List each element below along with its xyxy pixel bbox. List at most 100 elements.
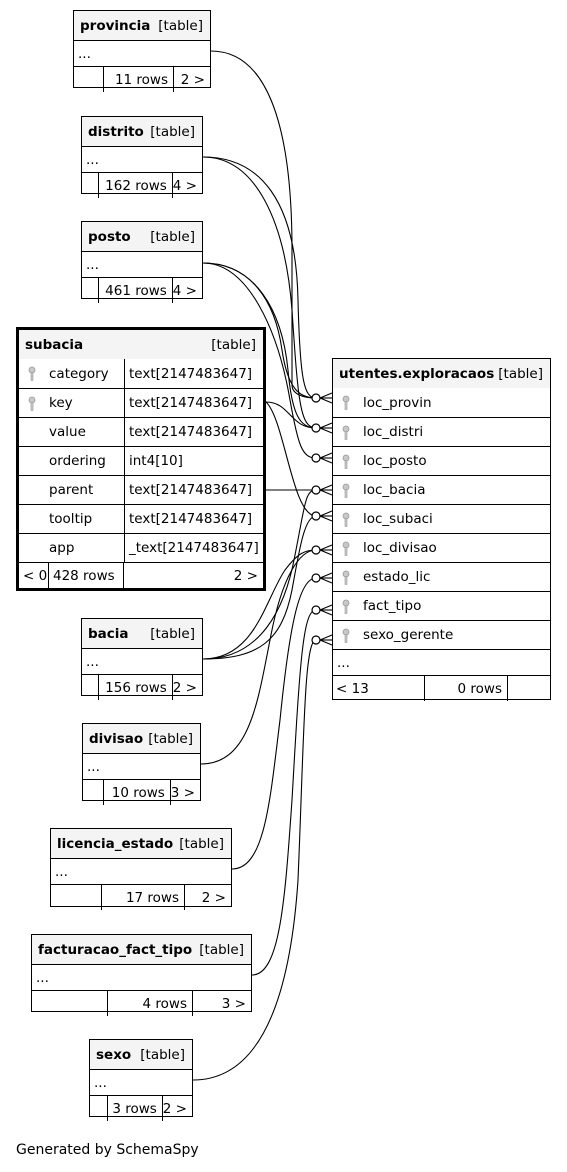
table-type: [table] [150, 228, 195, 245]
table-footer: 10 rows 3 > [83, 779, 200, 805]
table-name: distrito [88, 123, 144, 140]
column-name: ordering [49, 453, 106, 469]
crows-foot-marker [311, 484, 333, 496]
table-licencia-estado[interactable]: licencia_estado [table] ... 17 rows 2 > [50, 828, 232, 910]
column-row-loc-bacia[interactable]: loc_bacia [333, 475, 550, 504]
column-name: fact_tipo [363, 598, 422, 614]
children-link[interactable]: 2 > [161, 1096, 192, 1121]
children-link[interactable]: 2 > [171, 675, 202, 700]
table-facturacao-fact-tipo[interactable]: facturacao_fact_tipo [table] ... 4 rows … [31, 934, 252, 1016]
column-row-loc-subaci[interactable]: loc_subaci [333, 504, 550, 533]
key-icon [339, 512, 353, 528]
column-name: value [49, 424, 86, 440]
column-name: parent [49, 482, 94, 498]
table-sexo[interactable]: sexo [table] ... 3 rows 2 > [89, 1039, 193, 1121]
table-bacia[interactable]: bacia [table] ... 156 rows 2 > [81, 618, 203, 700]
row-count: 0 rows [424, 676, 507, 701]
table-name: licencia_estado [57, 835, 174, 852]
parents-link[interactable]: < 13 [336, 680, 369, 697]
column-name: estado_lic [363, 569, 431, 585]
column-row-estado-lic[interactable]: estado_lic [333, 562, 550, 591]
column-type: text[2147483647] [124, 505, 263, 533]
table-header: sexo [table] [90, 1040, 192, 1069]
table-posto[interactable]: posto [table] ... 461 rows 4 > [81, 221, 203, 303]
more-columns: ... [74, 40, 210, 66]
children-link[interactable]: 4 > [171, 278, 202, 303]
table-type: [table] [150, 123, 195, 140]
column-name: loc_provin [363, 394, 432, 411]
children-link[interactable]: 2 > [173, 67, 210, 92]
more-columns: ... [82, 251, 202, 277]
table-type: [table] [498, 365, 543, 382]
table-type: [table] [199, 941, 244, 958]
column-row-sexo-gerente[interactable]: sexo_gerente [333, 620, 550, 649]
row-count: 4 rows [107, 991, 192, 1016]
children-link[interactable]: 2 > [184, 885, 231, 910]
column-type: text[2147483647] [124, 389, 263, 417]
key-icon [339, 570, 353, 586]
table-header: utentes.exploracaos [table] [333, 359, 550, 388]
table-header: provincia [table] [74, 11, 210, 40]
table-header: divisao [table] [83, 724, 200, 753]
column-row-loc-divisao[interactable]: loc_divisao [333, 533, 550, 562]
table-name: facturacao_fact_tipo [38, 941, 193, 958]
row-count: 162 rows [97, 173, 172, 198]
column-type: _text[2147483647] [124, 534, 263, 562]
key-icon [339, 454, 353, 470]
children-link[interactable]: 3 > [192, 991, 251, 1016]
column-name: sexo_gerente [363, 627, 454, 643]
column-row-app[interactable]: app _text[2147483647] [19, 533, 263, 562]
edge-subacia-key-loc-subaci [265, 401, 317, 517]
column-name: app [49, 540, 75, 556]
crows-foot-marker [311, 422, 333, 434]
parents-link[interactable]: < 0 [23, 567, 48, 584]
table-type: [table] [179, 835, 224, 852]
table-name: posto [88, 228, 131, 245]
column-name: key [49, 395, 73, 411]
column-row-loc-posto[interactable]: loc_posto [333, 446, 550, 475]
children-link[interactable]: 3 > [169, 780, 200, 805]
table-type: [table] [158, 17, 203, 34]
table-footer: < 0 428 rows 2 > [19, 562, 263, 588]
column-name: loc_divisao [363, 540, 437, 556]
table-footer: 461 rows 4 > [82, 277, 202, 303]
generated-by-note: Generated by SchemaSpy [16, 1142, 199, 1158]
table-type: [table] [148, 730, 193, 747]
crows-foot-marker [311, 572, 333, 584]
table-name: bacia [88, 625, 129, 642]
column-row-loc-distri[interactable]: loc_distri [333, 417, 550, 446]
table-footer: 4 rows 3 > [32, 990, 251, 1016]
edge-subacia-key-loc-distri [265, 401, 317, 429]
key-icon [25, 396, 39, 412]
more-columns: ... [333, 649, 550, 675]
column-name: tooltip [49, 511, 93, 527]
table-name: subacia [25, 336, 84, 353]
row-count: 11 rows [103, 67, 173, 92]
children-link[interactable]: 4 > [171, 173, 202, 198]
crows-foot-marker [311, 604, 333, 616]
key-icon [339, 628, 353, 644]
children-link[interactable]: 2 > [123, 563, 263, 588]
table-footer: 17 rows 2 > [51, 884, 231, 910]
table-type: [table] [211, 336, 256, 353]
column-row-loc-provin[interactable]: loc_provin [333, 388, 550, 417]
row-count: 428 rows [48, 563, 123, 588]
column-row-key[interactable]: key text[2147483647] [19, 388, 263, 417]
key-icon [339, 541, 353, 557]
table-provincia[interactable]: provincia [table] ... 11 rows 2 > [73, 10, 211, 92]
column-row-tooltip[interactable]: tooltip text[2147483647] [19, 504, 263, 533]
column-row-fact-tipo[interactable]: fact_tipo [333, 591, 550, 620]
table-divisao[interactable]: divisao [table] ... 10 rows 3 > [82, 723, 201, 805]
table-distrito[interactable]: distrito [table] ... 162 rows 4 > [81, 116, 203, 198]
table-header: licencia_estado [table] [51, 829, 231, 858]
table-name: sexo [96, 1046, 132, 1063]
column-name: loc_bacia [363, 482, 426, 498]
